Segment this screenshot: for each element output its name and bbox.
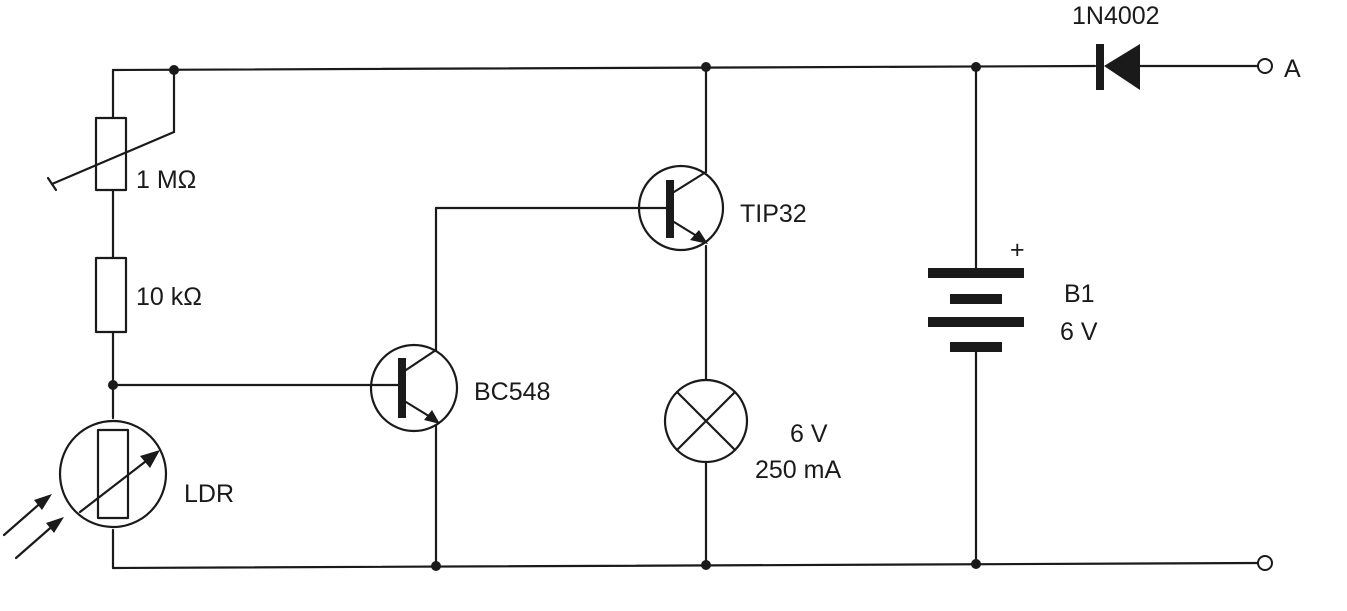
- resistor-10kohm: [94, 256, 128, 334]
- terminal-a: [1257, 58, 1273, 74]
- battery-polarity-plus: +: [1010, 236, 1025, 264]
- potentiometer-1mohm: [46, 68, 176, 192]
- lamp-label-voltage: 6 V: [790, 420, 828, 448]
- diode-label: 1N4002: [1072, 2, 1160, 30]
- terminal-a-label: A: [1284, 55, 1301, 83]
- battery-label-name: B1: [1064, 280, 1095, 308]
- potentiometer-label: 1 MΩ: [136, 166, 196, 194]
- terminal-ground: [1257, 555, 1273, 571]
- lamp-symbol: [663, 378, 749, 567]
- battery-b1: [928, 65, 1024, 566]
- lamp-label-current: 250 mA: [755, 456, 841, 484]
- ldr-label: LDR: [184, 480, 234, 508]
- bc548-label: BC548: [474, 378, 550, 406]
- bottom-rail: [111, 561, 1260, 570]
- ldr-symbol: [58, 419, 168, 529]
- light-arrows-icon: [2, 494, 64, 560]
- diode-1n4002: [1096, 44, 1140, 90]
- battery-label-voltage: 6 V: [1060, 318, 1098, 346]
- tip32-label: TIP32: [740, 200, 807, 228]
- junction-dots: [108, 62, 981, 571]
- resistor-label: 10 kΩ: [136, 283, 202, 311]
- transistor-bc548: [369, 206, 459, 568]
- transistor-tip32: [637, 65, 725, 382]
- top-rail: [111, 64, 1260, 72]
